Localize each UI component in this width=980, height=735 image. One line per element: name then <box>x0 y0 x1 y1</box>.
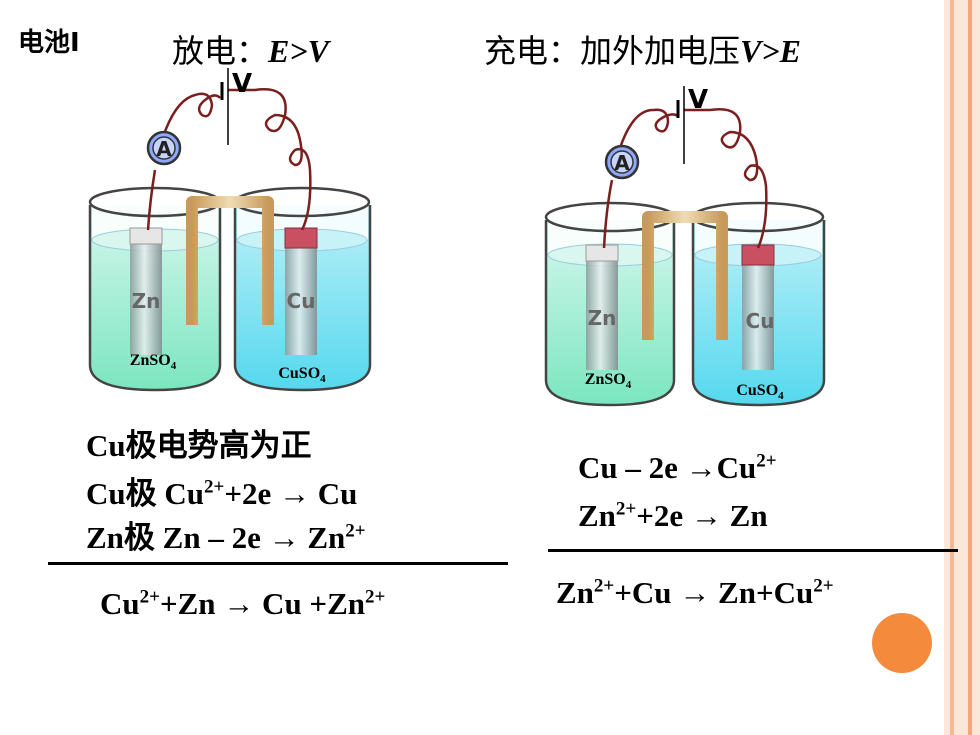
discharge-voltage-label: V <box>232 69 252 99</box>
cu-solution-label: CuSO4 <box>736 382 784 402</box>
discharge-overall-reaction: Cu2++Zn → Cu +Zn2+ <box>100 586 386 621</box>
cu-electrode-label: Cu <box>746 309 775 333</box>
discharge-cell-diagram: Zn Cu ZnSO4 CuSO4 V A <box>88 68 372 392</box>
cu-electrode-prefix: Cu极 <box>86 476 157 511</box>
ammeter: A <box>146 130 182 166</box>
discharge-heading: 放电：E>V <box>172 26 329 72</box>
discharge-ammeter-label: A <box>156 137 172 161</box>
salt-bridge <box>642 211 728 340</box>
cu-electrode-label: Cu <box>287 289 316 313</box>
cu-electrode <box>741 244 775 370</box>
charge-zn-reduction: Zn2++2e → Zn <box>578 498 768 533</box>
wire-right <box>228 88 312 231</box>
charge-voltage-label: V <box>688 85 708 115</box>
discharge-note: Cu极电势高为正 <box>86 428 312 463</box>
zn-electrode-label: Zn <box>132 289 161 313</box>
zn-solution-label: ZnSO4 <box>585 371 632 391</box>
zn-electrode <box>129 227 163 355</box>
discharge-heading-formula: E>V <box>268 33 329 69</box>
charge-cu-oxidation: Cu – 2e →Cu2+ <box>578 450 777 485</box>
charge-heading-formula: V>E <box>740 33 801 69</box>
ammeter: A <box>604 144 640 180</box>
wire-right <box>684 108 768 249</box>
wire-left <box>602 108 679 249</box>
discharge-divider <box>48 562 508 565</box>
discharge-heading-prefix: 放电： <box>172 32 269 70</box>
charge-heading: 充电：加外加电压V>E <box>484 26 801 72</box>
discharge-cu-half-reaction: Cu极 Cu2++2e → Cu <box>86 476 358 511</box>
salt-bridge <box>186 196 274 325</box>
zn-electrode-label: Zn <box>588 306 617 330</box>
wire-left <box>146 92 221 231</box>
zn-electrode <box>585 244 619 370</box>
charge-divider <box>548 549 958 552</box>
decorative-orange-circle <box>872 613 932 673</box>
cu-solution-label: CuSO4 <box>278 365 326 385</box>
discharge-zn-half-reaction: Zn极 Zn – 2e → Zn2+ <box>86 520 366 555</box>
corner-title: 电池Ⅰ <box>18 28 80 58</box>
zn-electrode-prefix: Zn极 <box>86 520 155 555</box>
zn-solution-label: ZnSO4 <box>130 352 177 372</box>
charge-ammeter-label: A <box>614 151 630 175</box>
cu-electrode <box>284 227 318 355</box>
charge-overall-reaction: Zn2++Cu → Zn+Cu2+ <box>556 575 834 610</box>
charge-heading-prefix: 充电：加外加电压 <box>484 32 741 70</box>
charge-cell-diagram: Zn Cu ZnSO4 CuSO4 V A <box>544 85 826 407</box>
slide-frame-border <box>944 0 980 735</box>
